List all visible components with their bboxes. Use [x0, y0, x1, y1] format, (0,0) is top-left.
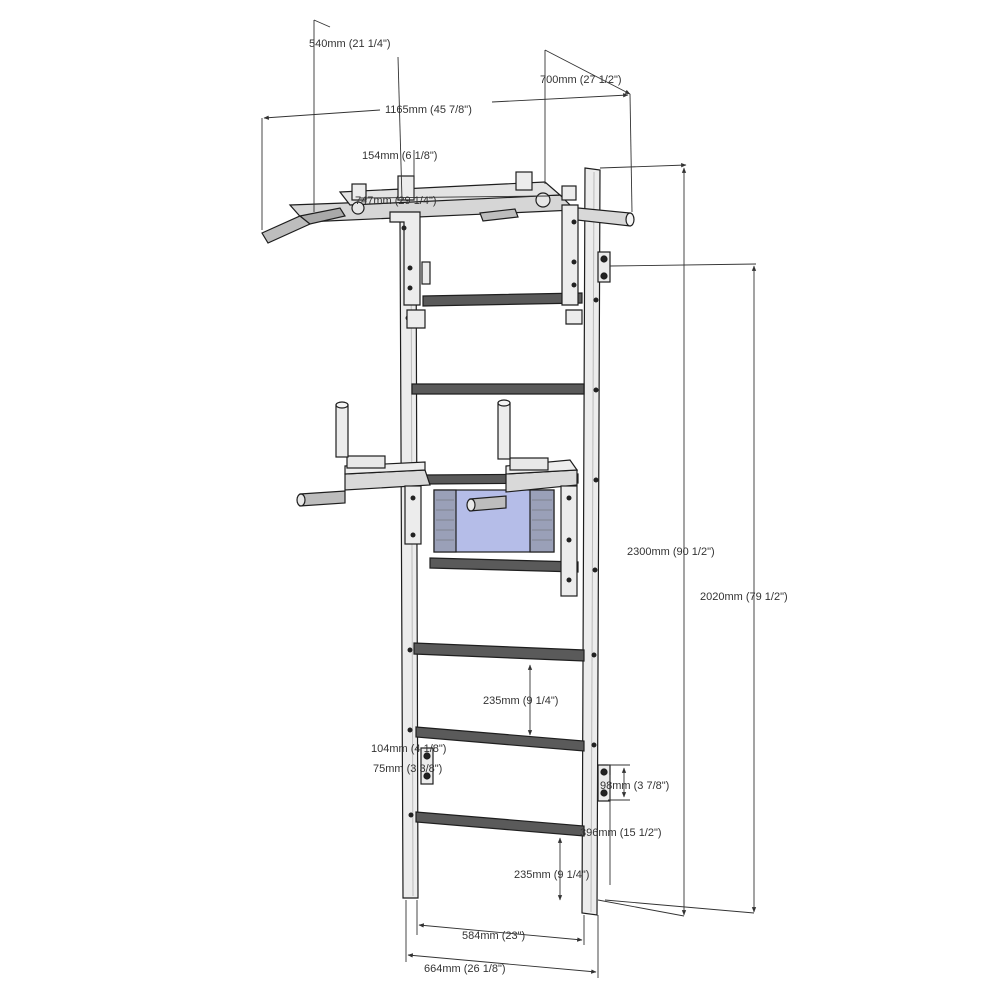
left-dip-handle: [335, 404, 349, 458]
rung: [429, 557, 579, 573]
dim-2020: 2020mm (79 1/2"): [700, 591, 788, 603]
dim-540: 540mm (21 1/4"): [309, 38, 391, 50]
middle-grip: [479, 208, 519, 222]
dip-bars: [296, 399, 579, 597]
right-upright: [581, 167, 601, 916]
pull-up-bracket-right: [561, 204, 579, 306]
right-dip-handle: [497, 402, 511, 460]
dim-700: 700mm (27 1/2"): [540, 74, 622, 86]
dim-2300: 2300mm (90 1/2"): [627, 546, 715, 558]
back-pad: [433, 489, 555, 553]
dim-75: 75mm (3 3/8"): [373, 763, 442, 775]
dim-104: 104mm (4 1/8"): [371, 743, 446, 755]
dim-235-lower: 235mm (9 1/4"): [514, 869, 589, 881]
dimension-lines: [261, 19, 757, 978]
dimension-labels: 540mm (21 1/4") 700mm (27 1/2") 1165mm (…: [309, 38, 788, 975]
rung: [413, 642, 585, 662]
wall-bracket-bottom: [597, 764, 611, 802]
pull-up-bracket-left: [389, 211, 421, 306]
rung: [415, 726, 585, 752]
dim-664: 664mm (26 1/8"): [424, 963, 506, 975]
dim-747: 747mm (29 1/4"): [355, 195, 437, 207]
dim-1165: 1165mm (45 7/8"): [385, 104, 472, 116]
left-angled-grip: [261, 215, 312, 244]
dim-154: 154mm (6 1/8"): [362, 150, 437, 162]
rung: [422, 292, 583, 307]
pull-up-bar: [261, 171, 635, 329]
wall-bracket-top: [597, 251, 611, 283]
rung: [415, 811, 585, 837]
dim-98: 98mm (3 7/8"): [600, 780, 669, 792]
dim-584: 584mm (23"): [462, 930, 525, 942]
dim-235-upper: 235mm (9 1/4"): [483, 695, 558, 707]
wall-bracket-left: [420, 747, 434, 785]
dim-396: 396mm (15 1/2"): [580, 827, 662, 839]
rung: [411, 383, 585, 395]
